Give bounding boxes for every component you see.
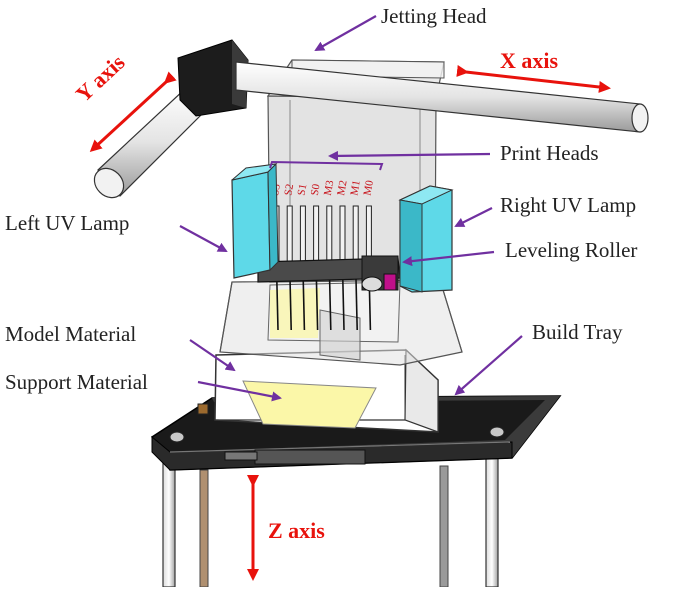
arrow-jetting-head bbox=[314, 15, 377, 51]
print-head-needle bbox=[286, 205, 293, 267]
print-head-label: M2 bbox=[335, 179, 349, 196]
axis-arrows bbox=[89, 65, 611, 581]
arrow-build-tray bbox=[454, 335, 523, 396]
print-head-needle bbox=[326, 205, 333, 267]
print-head-label: S1 bbox=[296, 183, 310, 197]
print-head-label: S0 bbox=[309, 183, 323, 197]
label-x-axis: X axis bbox=[500, 48, 559, 73]
arrow-support-material bbox=[197, 380, 282, 402]
print-head-needle bbox=[339, 205, 346, 267]
print-heads-bracket bbox=[269, 160, 384, 171]
label-jetting-head: Jetting Head bbox=[381, 4, 487, 28]
frame-legs bbox=[162, 444, 499, 588]
label-support-material: Support Material bbox=[5, 370, 148, 394]
arrow-model-material bbox=[189, 339, 236, 372]
y-axis-arrow bbox=[89, 71, 177, 153]
label-print-heads: Print Heads bbox=[500, 141, 599, 165]
left-uv-lamp bbox=[231, 162, 279, 279]
print-head-label: M0 bbox=[362, 179, 377, 197]
label-model-material: Model Material bbox=[5, 322, 137, 346]
right-uv-lamp bbox=[398, 185, 454, 293]
label-right-uv-lamp: Right UV Lamp bbox=[500, 193, 637, 217]
print-head-label: M3 bbox=[322, 179, 337, 197]
print-head-needle bbox=[352, 205, 359, 267]
label-build-tray: Build Tray bbox=[532, 320, 623, 344]
print-head-needle bbox=[299, 205, 306, 267]
label-z-axis: Z axis bbox=[268, 518, 325, 543]
label-left-uv-lamp: Left UV Lamp bbox=[5, 211, 130, 235]
head-skirt bbox=[219, 279, 463, 366]
print-head-needle bbox=[313, 205, 320, 267]
print-head-label: M1 bbox=[348, 179, 362, 196]
arrow-left-uv-lamp bbox=[179, 225, 228, 252]
leveling-roller bbox=[257, 255, 401, 292]
x-axis-arrow bbox=[456, 65, 611, 93]
label-leveling-roller: Leveling Roller bbox=[505, 238, 638, 262]
arrow-print-heads bbox=[328, 150, 491, 161]
arrow-leveling-roller bbox=[402, 250, 495, 267]
arrow-right-uv-lamp bbox=[454, 207, 493, 227]
print-head-label: S2 bbox=[282, 183, 296, 197]
annotation-arrows bbox=[179, 15, 523, 402]
